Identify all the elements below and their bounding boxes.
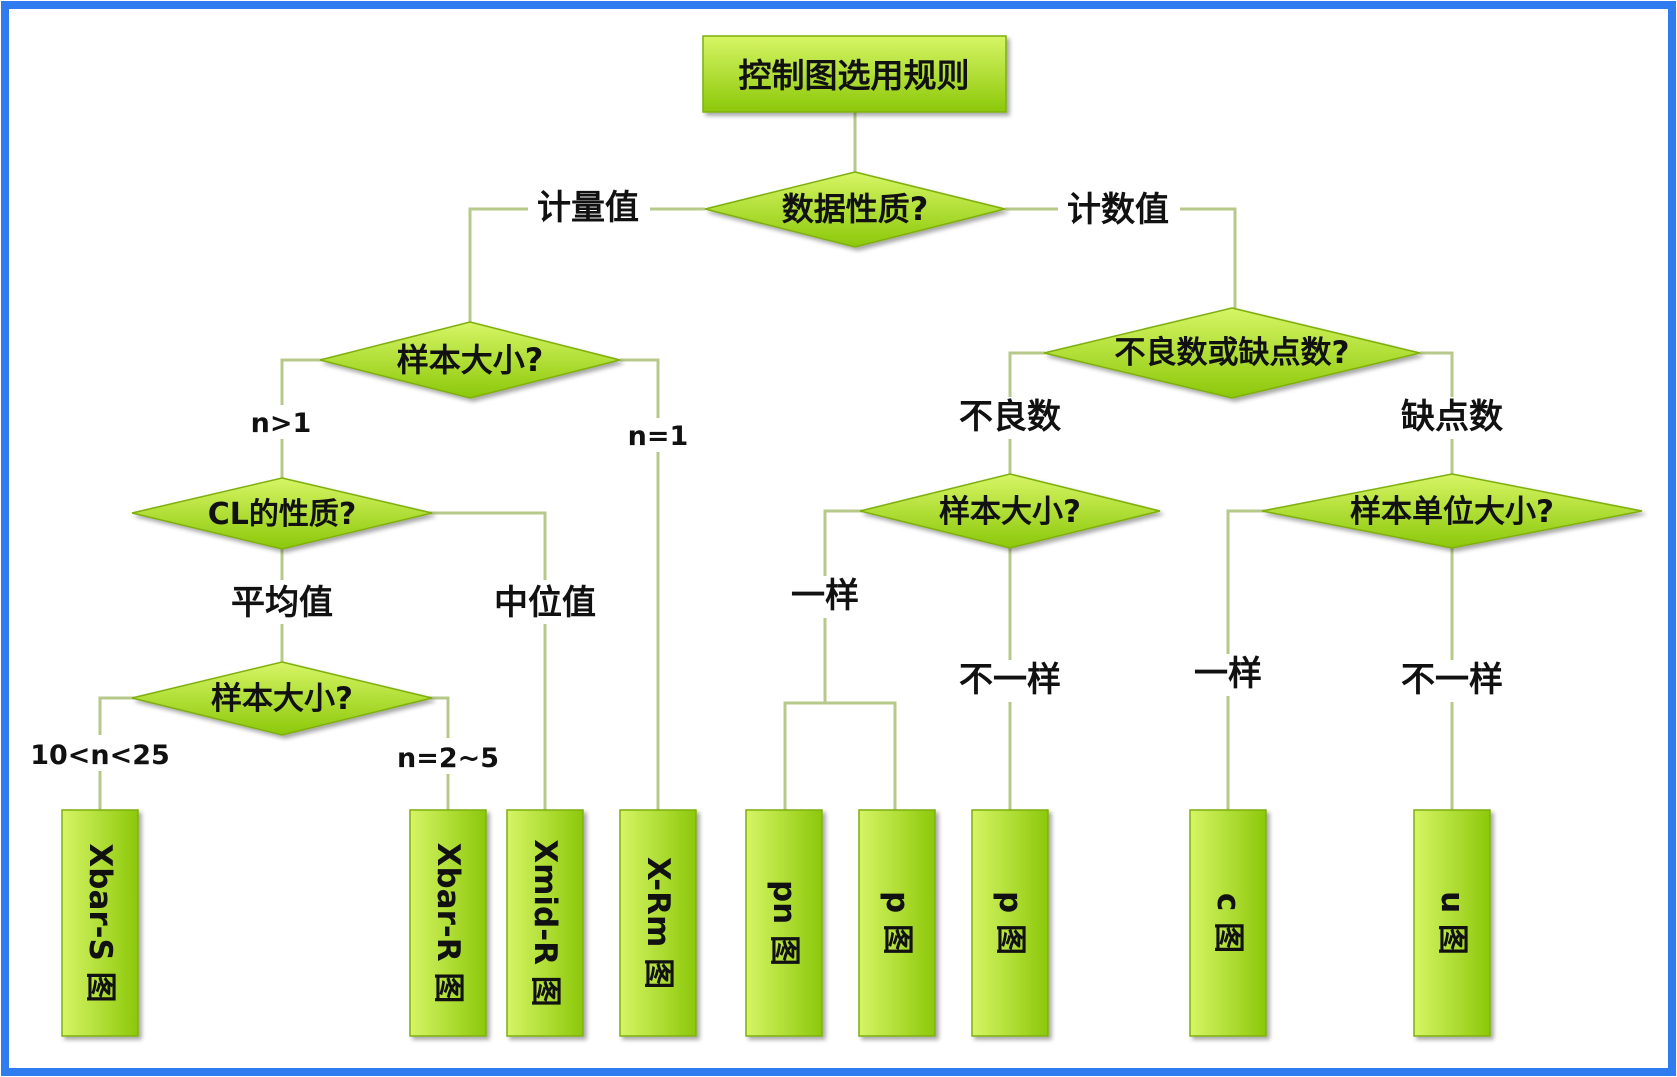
chart-c: c 图: [1189, 809, 1267, 1037]
decision-sample-size-variables-label: 样本大小?: [397, 341, 544, 379]
chart-p-fixed-label: p 图: [879, 891, 915, 955]
connector-n-eq-1: [620, 358, 660, 812]
chart-pn: pn 图: [745, 809, 823, 1037]
chart-xbar-s-label: Xbar-S 图: [82, 843, 118, 1002]
connector-range-10-25: [98, 696, 135, 812]
edge-label-n-gt-1: n>1: [251, 408, 312, 439]
chart-xmid-r-label: Xmid-R 图: [527, 839, 563, 1007]
chart-xbar-s: Xbar-S 图: [61, 809, 139, 1037]
title-text: 控制图选用规则: [739, 56, 970, 95]
edge-label-median: 中位值: [494, 583, 596, 623]
decision-sample-size-mean-label: 样本大小?: [211, 681, 353, 717]
chart-p-variable-label: p 图: [992, 891, 1028, 955]
chart-xbar-r: Xbar-R 图: [409, 809, 487, 1037]
chart-p-fixed: p 图: [858, 809, 936, 1037]
connector-median: [430, 511, 547, 812]
edge-label-variables: 计量值: [537, 188, 639, 228]
chart-pn-label: pn 图: [766, 880, 802, 966]
decision-sample-size-defective-label: 样本大小?: [939, 494, 1081, 530]
edge-label-same-defects: 一样: [1194, 654, 1262, 694]
chart-p-variable: p 图: [971, 809, 1049, 1037]
chart-xmid-r: Xmid-R 图: [506, 809, 584, 1037]
edge-label-n-eq-1: n=1: [628, 421, 689, 452]
edge-label-defective: 不良数: [959, 397, 1061, 437]
decision-data-nature-label: 数据性质?: [782, 190, 929, 228]
decision-cl-nature-label: CL的性质?: [208, 497, 357, 532]
decision-sample-unit-size: 样本单位大小?: [1261, 473, 1643, 549]
connector-same-defects: [1226, 509, 1265, 812]
edge-label-defects: 缺点数: [1401, 397, 1503, 437]
edge-label-diff-defects: 不一样: [1401, 660, 1503, 700]
decision-data-nature: 数据性质?: [704, 171, 1006, 248]
decision-sample-size-mean: 样本大小?: [131, 661, 433, 736]
decision-sample-size-defective: 样本大小?: [859, 473, 1161, 549]
chart-u: u 图: [1413, 809, 1491, 1037]
title-node: 控制图选用规则: [702, 35, 1007, 113]
edge-label-range-10-25: 10<n<25: [30, 740, 170, 771]
edge-labels: 计量值 计数值 n>1 n=1 平均值 中位值 10<n<25 n=2~5 不良…: [30, 186, 1510, 774]
decision-defective-or-defects: 不良数或缺点数?: [1043, 307, 1421, 399]
decision-sample-unit-size-label: 样本单位大小?: [1350, 494, 1554, 530]
chart-c-label: c 图: [1210, 893, 1246, 953]
edge-label-range-2-5: n=2~5: [397, 743, 499, 774]
decision-defective-or-defects-label: 不良数或缺点数?: [1115, 335, 1350, 371]
decision-sample-size-variables: 样本大小?: [319, 321, 621, 399]
edge-label-attributes: 计数值: [1067, 190, 1169, 230]
connector-same-defective: [783, 509, 897, 812]
chart-u-label: u 图: [1434, 891, 1470, 955]
chart-x-rm: X-Rm 图: [619, 809, 697, 1037]
edge-label-diff-defective: 不一样: [959, 660, 1061, 700]
edge-label-mean: 平均值: [231, 583, 333, 623]
decision-cl-nature: CL的性质?: [131, 477, 433, 550]
edge-label-same-defective: 一样: [791, 576, 859, 616]
chart-xbar-r-label: Xbar-R 图: [430, 843, 466, 1004]
chart-x-rm-label: X-Rm 图: [640, 857, 676, 989]
